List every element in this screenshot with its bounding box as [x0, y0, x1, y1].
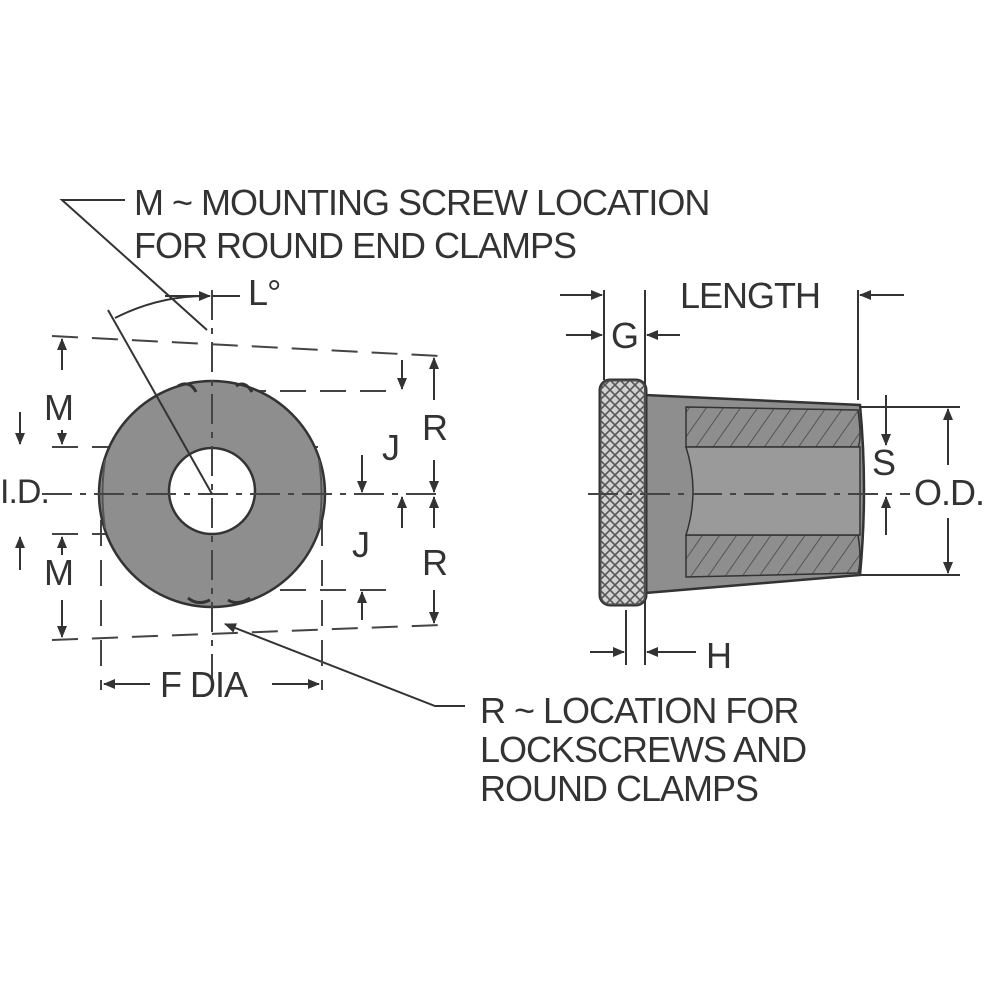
- h-label: H: [706, 635, 731, 676]
- angle-ray: [107, 309, 213, 495]
- lockscrew-note: R ~ LOCATION FOR LOCKSCREWS AND ROUND CL…: [480, 690, 807, 809]
- j-lower-label: J: [352, 524, 369, 565]
- od-label: O.D.: [914, 472, 984, 513]
- angle-arc: [114, 294, 211, 319]
- length-label: LENGTH: [680, 275, 820, 316]
- note-r-line3: ROUND CLAMPS: [480, 768, 758, 809]
- knurled-head-shade: [600, 380, 646, 605]
- r-lower-label: R: [422, 542, 447, 583]
- r-note-leader: [224, 623, 465, 707]
- angle-l-label: L°: [248, 272, 280, 313]
- j-upper-label: J: [382, 427, 399, 468]
- m-lower-label: M: [44, 552, 73, 593]
- knurled-head: [598, 378, 648, 607]
- note-m-line2: FOR ROUND END CLAMPS: [134, 225, 576, 266]
- fdia-label: F DIA: [160, 664, 248, 705]
- note-r-line2: LOCKSCREWS AND: [480, 729, 806, 770]
- r-upper-label: R: [422, 407, 447, 448]
- ext-line-bottom: [51, 624, 441, 641]
- front-view: L° M M I.D. J J R R F DIA: [0, 272, 448, 705]
- id-label: I.D.: [0, 473, 49, 511]
- m-upper-label: M: [44, 387, 73, 428]
- wall-section-top: [685, 406, 861, 448]
- lock-notch-bottom: [187, 596, 251, 605]
- g-label: G: [611, 315, 638, 356]
- note-m-line1: M ~ MOUNTING SCREW LOCATION: [134, 182, 709, 223]
- side-view: G LENGTH H S O.D.: [560, 275, 985, 676]
- side-bore: [684, 446, 861, 536]
- note-r-line1: R ~ LOCATION FOR: [480, 690, 798, 731]
- lock-notch-top: [177, 382, 254, 393]
- ext-line-top: [51, 335, 441, 357]
- mounting-screw-note: M ~ MOUNTING SCREW LOCATION FOR ROUND EN…: [134, 182, 710, 266]
- m-note-leader: [59, 199, 208, 331]
- wall-section-bottom: [685, 534, 861, 578]
- s-label: S: [872, 442, 895, 483]
